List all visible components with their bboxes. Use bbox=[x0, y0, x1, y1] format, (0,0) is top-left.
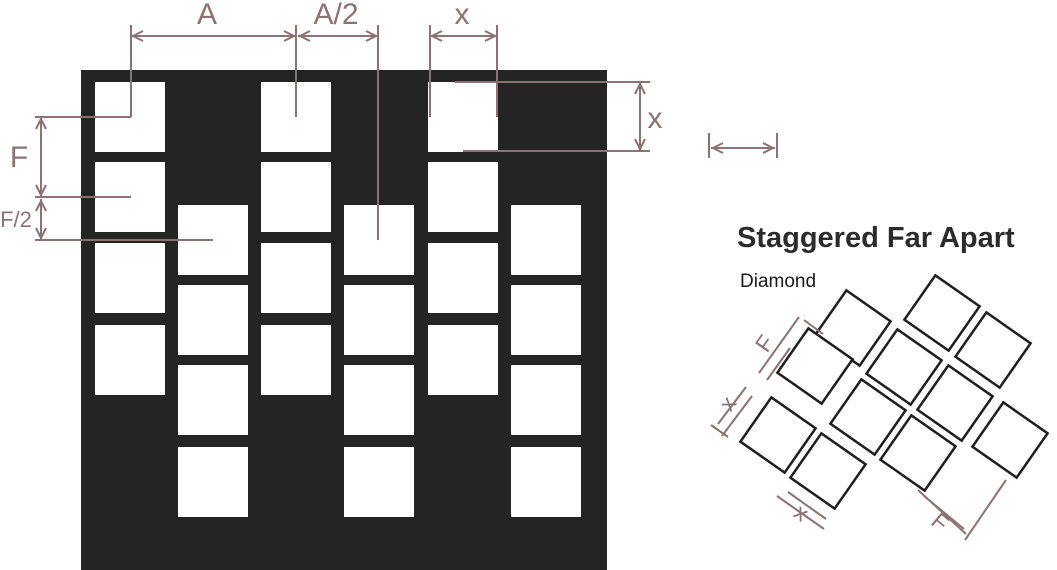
hole-c5-r2 bbox=[428, 162, 498, 232]
pattern-subtitle: Diamond bbox=[740, 271, 816, 292]
hole-c6-r4 bbox=[511, 447, 581, 517]
diamond-square-5 bbox=[864, 327, 944, 407]
diamond-label-x-bottom: x bbox=[789, 498, 814, 526]
hole-c2-r3 bbox=[178, 365, 248, 435]
hole-c5-r4 bbox=[428, 325, 498, 395]
pattern-title: Staggered Far Apart bbox=[737, 222, 1015, 254]
diamond-square-9 bbox=[878, 413, 958, 493]
hole-c5-r1 bbox=[428, 82, 498, 152]
hole-c1-r4 bbox=[95, 325, 165, 395]
dim-label-f-half: F/2 bbox=[0, 207, 32, 232]
diamond-pattern bbox=[738, 273, 1050, 511]
hole-c2-r4 bbox=[178, 447, 248, 517]
dimension-lines bbox=[35, 25, 778, 241]
hole-c4-r2 bbox=[344, 285, 414, 355]
hole-c6-r2 bbox=[511, 285, 581, 355]
diamond-label-f-bottom: F bbox=[926, 507, 953, 536]
diamond-square-4 bbox=[775, 326, 855, 406]
dim-label-x-horizontal: x bbox=[455, 0, 470, 31]
hole-c3-r3 bbox=[261, 243, 331, 313]
diamond-square-2 bbox=[902, 273, 982, 353]
diamond-square-8 bbox=[828, 377, 908, 457]
hole-c6-r1 bbox=[511, 205, 581, 275]
dim-label-x-vertical: x bbox=[648, 102, 663, 135]
diamond-dimension-lines bbox=[710, 316, 1007, 541]
diamond-square-3 bbox=[953, 310, 1033, 390]
hole-c3-r4 bbox=[261, 325, 331, 395]
diamond-square-6 bbox=[915, 363, 995, 443]
dim-label-f: F bbox=[10, 141, 28, 174]
dim-label-a: A bbox=[197, 0, 217, 31]
diamond-square-11 bbox=[788, 431, 868, 511]
diamond-square-7 bbox=[738, 395, 818, 475]
dim-label-a-half: A/2 bbox=[313, 0, 358, 31]
hole-c1-r3 bbox=[95, 243, 165, 313]
hole-c3-r2 bbox=[261, 162, 331, 232]
hole-c4-r4 bbox=[344, 447, 414, 517]
hole-c5-r3 bbox=[428, 243, 498, 313]
diamond-square-10 bbox=[970, 400, 1050, 480]
hole-grid bbox=[95, 82, 581, 517]
hole-c4-r3 bbox=[344, 365, 414, 435]
hole-c2-r2 bbox=[178, 285, 248, 355]
hole-c6-r3 bbox=[511, 365, 581, 435]
